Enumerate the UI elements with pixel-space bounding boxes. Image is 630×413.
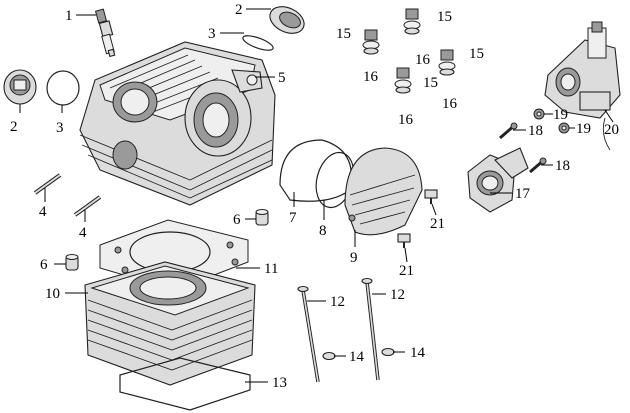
callout-20: 20 xyxy=(604,122,619,138)
valve-nut-b xyxy=(362,29,380,55)
stud-bolt-upper xyxy=(33,173,62,195)
callout-12-right: 12 xyxy=(390,287,405,303)
cylinder-base-gasket xyxy=(119,357,251,411)
callout-15-a: 15 xyxy=(437,9,452,25)
callout-8: 8 xyxy=(319,223,327,239)
callout-6-upper: 6 xyxy=(233,212,241,228)
callout-18-lower: 18 xyxy=(555,158,570,174)
callout-14-left: 14 xyxy=(349,349,365,365)
cover-bolt-upper xyxy=(424,189,438,204)
callout-1: 1 xyxy=(65,8,73,24)
cover-bolt-lower xyxy=(397,233,411,248)
callout-2-left: 2 xyxy=(10,119,18,135)
carburetor xyxy=(544,21,621,151)
callout-3-top: 3 xyxy=(208,26,216,42)
dowel-pin-lower xyxy=(65,254,79,271)
callout-10: 10 xyxy=(45,286,60,302)
stud-bolt-lower xyxy=(73,195,102,217)
callout-18-upper: 18 xyxy=(528,123,543,139)
callout-12-left: 12 xyxy=(330,294,345,310)
callout-numbers: 1 2 2 3 3 4 4 5 6 6 7 8 9 10 11 12 12 13… xyxy=(10,2,619,391)
callout-17: 17 xyxy=(515,186,531,202)
cylinder-block xyxy=(84,261,256,386)
valve-nut-c xyxy=(438,49,456,76)
callout-5: 5 xyxy=(278,70,286,86)
valve-nut-d xyxy=(394,67,412,94)
side-cover-gasket xyxy=(279,139,352,202)
intake-manifold xyxy=(467,147,529,213)
callout-3-left: 3 xyxy=(56,120,64,136)
carb-nut-upper xyxy=(533,108,545,120)
valve-side-cover xyxy=(344,147,423,236)
callout-16-b: 16 xyxy=(363,69,379,85)
carb-nut-lower xyxy=(558,122,570,134)
cylinder-head xyxy=(79,41,276,206)
intake-stud-lower xyxy=(529,157,547,174)
callout-15-b: 15 xyxy=(336,26,351,42)
callout-16-d: 16 xyxy=(398,112,414,128)
valve-nut-a xyxy=(403,8,421,35)
callout-19-upper: 19 xyxy=(553,107,568,123)
callout-21-upper: 21 xyxy=(430,216,445,232)
spark-plug xyxy=(94,8,116,58)
long-stud-right xyxy=(361,277,380,381)
o-ring-top xyxy=(242,35,274,51)
valve-nut-group xyxy=(362,8,456,94)
callout-15-d: 15 xyxy=(423,75,438,91)
dowel-pin-upper xyxy=(255,209,269,226)
callout-6-lower: 6 xyxy=(40,257,48,273)
callout-2-top: 2 xyxy=(235,2,243,18)
o-ring-left xyxy=(46,70,80,106)
valve-cap-left xyxy=(3,69,37,105)
callout-19-lower: 19 xyxy=(576,121,591,137)
callout-11: 11 xyxy=(264,261,278,277)
callout-13: 13 xyxy=(272,375,287,391)
callout-16-a: 16 xyxy=(415,52,431,68)
callout-4-lower: 4 xyxy=(79,225,87,241)
long-stud-left xyxy=(297,285,320,383)
callout-9: 9 xyxy=(350,250,358,266)
callout-16-c: 16 xyxy=(442,96,458,112)
callout-14-right: 14 xyxy=(410,345,426,361)
callout-15-c: 15 xyxy=(469,46,484,62)
leader-lines xyxy=(19,8,614,383)
callout-4-upper: 4 xyxy=(39,204,47,220)
washer-left xyxy=(322,351,336,361)
callout-7: 7 xyxy=(289,210,297,226)
washer-right xyxy=(381,347,395,357)
callout-21-lower: 21 xyxy=(399,263,414,279)
intake-stud-upper xyxy=(499,122,518,140)
valve-cap-top xyxy=(269,6,305,34)
